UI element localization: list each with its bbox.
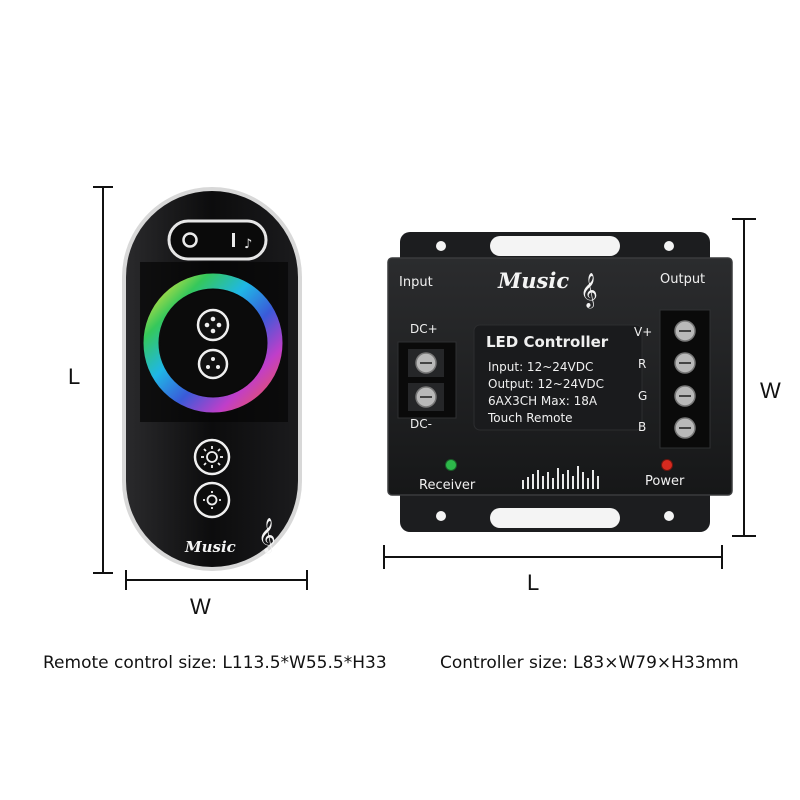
- power-switch[interactable]: [167, 219, 268, 261]
- controller-width-dimension: [732, 218, 756, 537]
- power-on-icon: [232, 233, 235, 247]
- controller-length-dimension: [383, 545, 723, 569]
- input-terminal-screw: [408, 383, 444, 411]
- terminal-label: R: [638, 357, 647, 371]
- output-terminal-screw: [674, 417, 696, 439]
- controller-width-label: W: [760, 378, 781, 403]
- mount-hole: [436, 511, 446, 521]
- remote-width-label: W: [190, 594, 211, 619]
- controller-length-label: L: [527, 570, 540, 595]
- mode-dots-icon: [204, 316, 222, 334]
- remote-brand-logo: Music: [185, 538, 236, 556]
- remote-length-label: L: [68, 364, 81, 389]
- controller-brand-logo: Music: [498, 268, 570, 293]
- controller-title: LED Controller: [486, 333, 609, 351]
- input-label: Input: [399, 275, 433, 290]
- speed-button[interactable]: [197, 348, 229, 380]
- speed-dots-icon: [206, 357, 220, 369]
- output-terminal-screw: [674, 320, 696, 342]
- receiver-label: Receiver: [419, 478, 476, 493]
- spec-current: 6AX3CH Max: 18A: [488, 394, 598, 408]
- spec-output: Output: 12~24VDC: [488, 377, 604, 391]
- dc-minus-label: DC-: [410, 417, 432, 431]
- brightness-down-button[interactable]: [193, 481, 231, 519]
- mount-hole: [664, 241, 674, 251]
- sun-dim-icon: [203, 491, 221, 509]
- output-label: Output: [660, 272, 706, 287]
- mode-button[interactable]: [196, 308, 230, 342]
- power-off-icon: [182, 232, 198, 248]
- led-controller: 𝄞: [387, 232, 733, 532]
- terminal-label: V+: [634, 325, 653, 339]
- dc-plus-label: DC+: [410, 322, 438, 336]
- mount-hole: [664, 511, 674, 521]
- power-led: [661, 459, 673, 471]
- terminal-label: G: [638, 389, 648, 403]
- input-terminal-screw: [408, 349, 444, 377]
- color-wheel-center: [160, 290, 266, 396]
- receiver-led: [445, 459, 457, 471]
- spec-panel: [473, 324, 643, 431]
- output-terminal-screw: [674, 352, 696, 374]
- bottom-slot: [490, 508, 620, 528]
- spec-input: Input: 12~24VDC: [488, 360, 594, 374]
- output-terminal-screw: [674, 385, 696, 407]
- controller-size-caption: Controller size: L83×W79×H33mm: [440, 653, 739, 673]
- top-slot: [490, 236, 620, 256]
- remote-size-caption: Remote control size: L113.5*W55.5*H33: [43, 653, 387, 673]
- sun-bright-icon: [201, 446, 223, 468]
- equalizer-bars-icon: [522, 466, 599, 489]
- remote-control: ♪ 𝄞: [122, 187, 302, 571]
- power-label: Power: [645, 474, 685, 489]
- terminal-label: B: [638, 420, 647, 434]
- spec-remote: Touch Remote: [488, 411, 573, 425]
- mount-hole: [436, 241, 446, 251]
- remote-width-dimension: [125, 570, 308, 590]
- brightness-up-button[interactable]: [193, 438, 231, 476]
- color-wheel-ring[interactable]: [143, 273, 283, 413]
- remote-length-dimension: [93, 186, 113, 574]
